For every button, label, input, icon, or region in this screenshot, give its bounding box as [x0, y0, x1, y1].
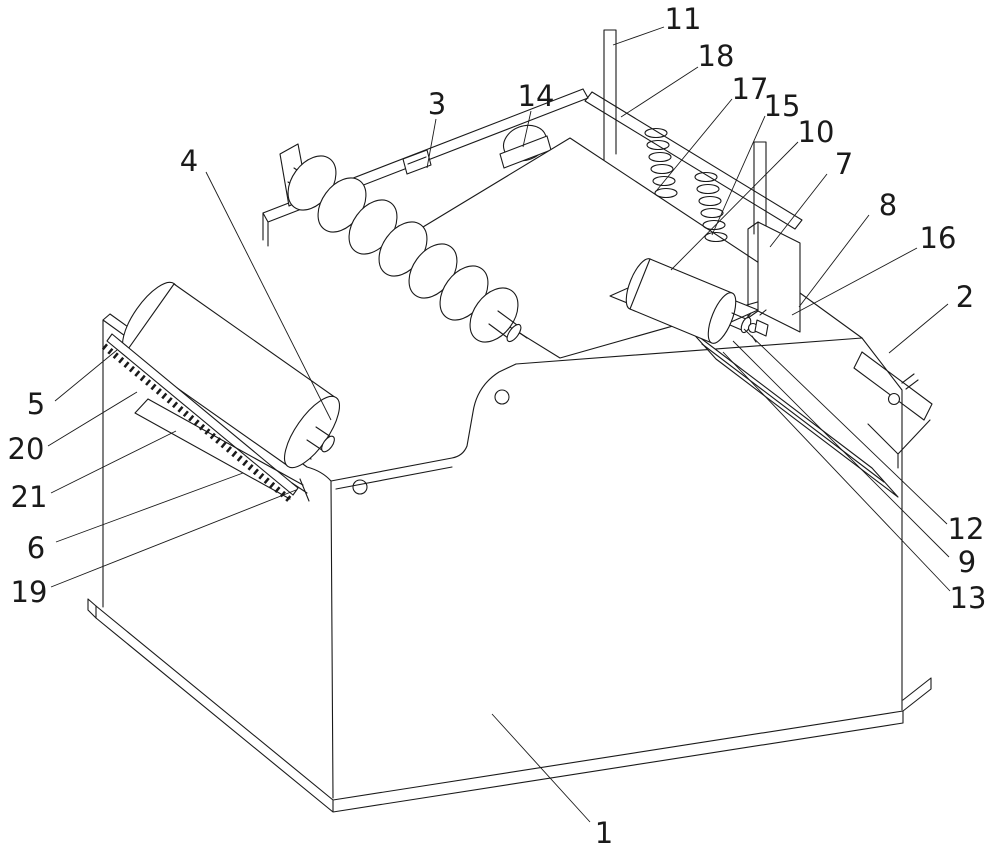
comb-teeth [101, 343, 293, 503]
leader-line-15 [711, 115, 766, 236]
callout-label-21: 21 [11, 480, 48, 514]
callout-label-20: 20 [8, 432, 45, 466]
spring-coil [650, 163, 674, 175]
rail-block-detail [407, 156, 427, 165]
rail-block [402, 149, 432, 175]
bracket-wheel [887, 392, 901, 406]
spring-coil [648, 151, 672, 163]
leader-line-10 [670, 141, 799, 271]
callout-label-4: 4 [180, 144, 198, 178]
right-wall [861, 337, 903, 711]
callout-label-12: 12 [948, 512, 985, 546]
leader-lines [47, 26, 951, 823]
leader-line-19 [50, 489, 297, 588]
callout-label-17: 17 [732, 72, 769, 106]
nozzle-valve [729, 309, 769, 343]
spring-coil [654, 187, 678, 199]
callout-label-9: 9 [958, 545, 976, 579]
callout-label-8: 8 [879, 188, 897, 222]
inner-roller-shaft-cap [321, 435, 335, 453]
serrated-comb [101, 333, 310, 503]
leader-line-17 [656, 98, 733, 191]
right-rail [584, 91, 803, 230]
spring-coil [652, 175, 676, 187]
base-plate [87, 598, 932, 813]
callout-label-18: 18 [698, 39, 735, 73]
bracket-pin [901, 373, 919, 390]
bracket-support [867, 419, 931, 469]
base-outline [95, 605, 904, 813]
callout-label-15: 15 [764, 89, 801, 123]
spring-coil [694, 171, 718, 183]
frame-posts [603, 29, 767, 235]
leader-line-6 [55, 472, 244, 543]
leader-line-5 [54, 349, 118, 402]
leader-line-9 [732, 340, 950, 558]
callout-label-1: 1 [595, 816, 613, 850]
deck-edges [515, 292, 863, 365]
leader-line-12 [743, 328, 948, 525]
callout-label-6: 6 [27, 531, 45, 565]
leader-line-2 [888, 303, 949, 354]
bracket-plate [853, 351, 933, 421]
side-plate-face [757, 221, 801, 333]
comb-plate [134, 398, 304, 500]
callout-label-3: 3 [428, 87, 446, 121]
leader-line-7 [769, 173, 828, 248]
comb-strip [106, 333, 299, 496]
side-bracket [853, 351, 933, 469]
leader-line-14 [522, 110, 532, 148]
leader-line-1 [491, 713, 591, 823]
comb-end-bracket [291, 478, 310, 502]
corrugated-roller [279, 143, 528, 343]
spring-upper [644, 127, 678, 199]
spring-coil [704, 231, 728, 243]
bolt-hole-right [494, 389, 510, 405]
spring-coil [700, 207, 724, 219]
front-wall [330, 363, 517, 799]
callout-label-7: 7 [835, 147, 853, 181]
cylinder-near-cap [707, 292, 737, 344]
hopper-box [102, 292, 903, 799]
leader-line-8 [798, 214, 870, 308]
callout-label-13: 13 [950, 581, 987, 615]
callout-label-14: 14 [518, 79, 555, 113]
base-tabs [87, 598, 932, 712]
spring-coil [698, 195, 722, 207]
bolt-hole-left [352, 479, 368, 495]
callout-label-11: 11 [665, 2, 702, 36]
chute-inner-edge [701, 343, 885, 483]
roller-shaft-cap [506, 323, 522, 343]
press-cylinder [609, 258, 759, 344]
inner-roller-shaft [306, 426, 332, 451]
roller-segment [469, 287, 519, 343]
callout-label-5: 5 [27, 387, 45, 421]
leader-line-4 [205, 171, 332, 421]
leader-line-3 [426, 118, 437, 169]
leader-line-20 [47, 391, 138, 447]
side-plate [747, 221, 801, 333]
leader-line-11 [612, 26, 665, 46]
leader-line-18 [620, 66, 699, 118]
callout-labels: 1 2 3 4 5 6 7 8 9 10 11 12 13 14 15 16 1… [8, 2, 987, 850]
leader-line-16 [791, 247, 918, 316]
callout-label-16: 16 [920, 221, 957, 255]
leader-line-13 [722, 351, 951, 592]
callout-label-2: 2 [956, 280, 974, 314]
guide-post [603, 29, 617, 161]
side-plate-back [747, 221, 759, 319]
spring-coil [646, 139, 670, 151]
spring-coil [644, 127, 668, 139]
leader-line-21 [50, 430, 177, 494]
callout-label-10: 10 [798, 115, 835, 149]
spring-coil [702, 219, 726, 231]
spring-coil [696, 183, 720, 195]
right-post [753, 141, 767, 235]
callout-label-19: 19 [11, 575, 48, 609]
valve-body [754, 319, 769, 337]
